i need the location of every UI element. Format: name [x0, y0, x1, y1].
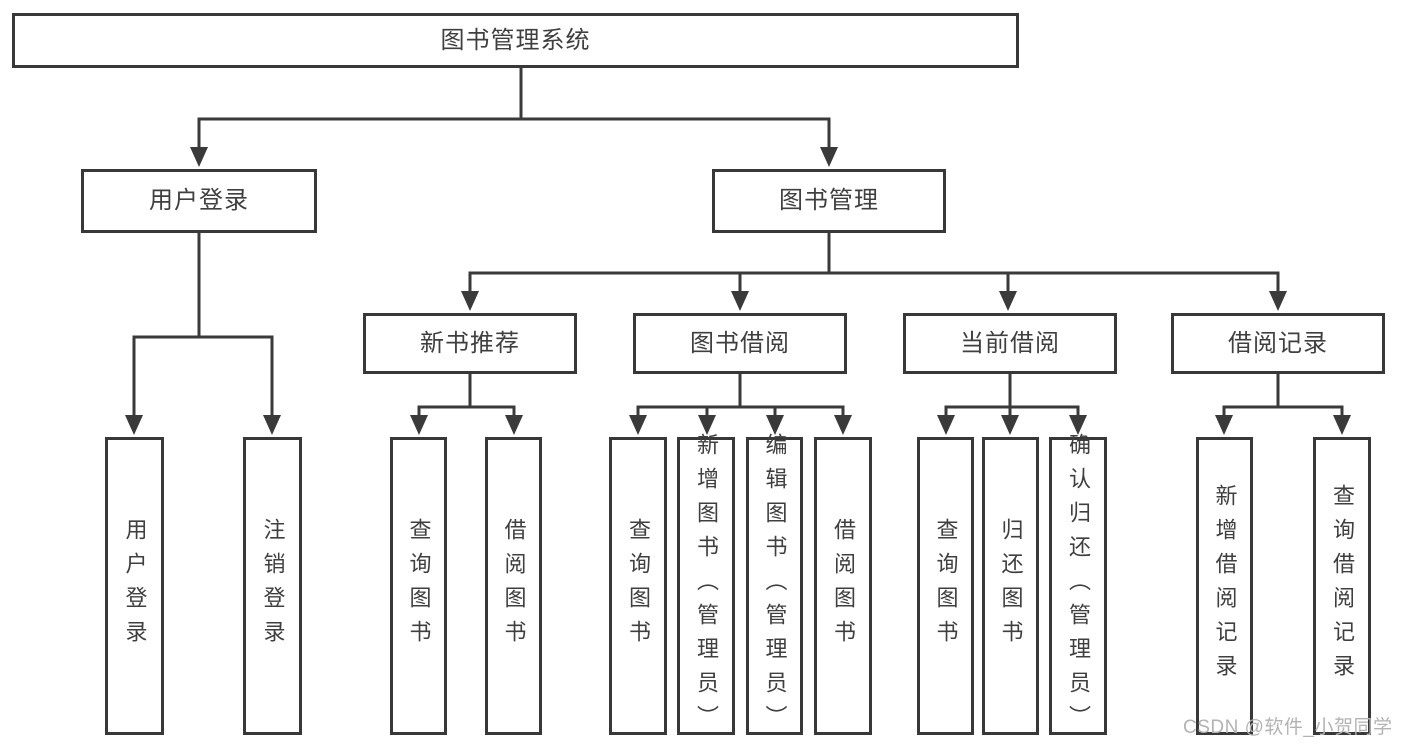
node-book-borrow: 图书借阅 — [633, 313, 847, 374]
leaf-rec-query-books-label: 查询图书 — [406, 518, 432, 654]
arrowhead-icon — [766, 415, 784, 435]
leaf-logout-label: 注销登录 — [260, 518, 286, 654]
arrowhead-icon — [629, 415, 647, 435]
node-book-management-label: 图书管理 — [779, 187, 879, 214]
arrowhead-icon — [1069, 415, 1087, 435]
arrowhead-icon — [505, 415, 523, 435]
node-user-login: 用户登录 — [81, 169, 317, 233]
leaf-rec-borrow-books: 借阅图书 — [485, 437, 542, 735]
node-current-borrow: 当前借阅 — [903, 313, 1117, 374]
leaf-cb-query-books: 查询图书 — [917, 437, 974, 735]
node-book-borrow-label: 图书借阅 — [690, 329, 790, 357]
arrowhead-icon — [461, 291, 479, 311]
node-borrow-records-label: 借阅记录 — [1228, 329, 1328, 357]
arrowhead-icon — [263, 415, 281, 435]
arrowhead-icon — [698, 415, 716, 435]
leaf-logout: 注销登录 — [243, 437, 302, 735]
leaf-br-query-record: 查询借阅记录 — [1313, 437, 1371, 735]
arrowhead-icon — [937, 415, 955, 435]
arrowhead-icon — [190, 147, 208, 167]
node-root-system: 图书管理系统 — [12, 13, 1019, 68]
leaf-rec-borrow-books-label: 借阅图书 — [501, 518, 527, 654]
leaf-cb-return-books: 归还图书 — [982, 437, 1039, 735]
arrowhead-icon — [410, 415, 428, 435]
arrowhead-icon — [125, 415, 143, 435]
arrowhead-icon — [1215, 415, 1233, 435]
leaf-bb-borrow-books: 借阅图书 — [814, 437, 872, 735]
leaf-bb-edit-books-admin: 编辑图书（管理员） — [746, 433, 803, 739]
leaf-br-add-record-label: 新增借阅记录 — [1212, 484, 1238, 688]
arrowhead-icon — [834, 415, 852, 435]
arrowhead-icon — [999, 291, 1017, 311]
node-current-borrow-label: 当前借阅 — [960, 329, 1060, 357]
node-user-login-label: 用户登录 — [149, 187, 249, 214]
leaf-bb-query-books: 查询图书 — [609, 437, 667, 735]
leaf-bb-borrow-books-label: 借阅图书 — [831, 518, 856, 654]
leaf-user-login: 用户登录 — [105, 437, 164, 735]
leaf-bb-add-books-admin: 新增图书（管理员） — [677, 433, 735, 739]
leaf-cb-confirm-return-admin-label: 确认归还（管理员） — [1066, 433, 1091, 739]
leaf-bb-query-books-label: 查询图书 — [626, 518, 651, 654]
arrowhead-icon — [731, 291, 749, 311]
leaf-cb-confirm-return-admin: 确认归还（管理员） — [1049, 433, 1107, 739]
node-new-book-recommend-label: 新书推荐 — [420, 329, 520, 357]
leaf-bb-edit-books-admin-label: 编辑图书（管理员） — [762, 433, 788, 739]
leaf-user-login-label: 用户登录 — [122, 518, 148, 654]
leaf-cb-return-books-label: 归还图书 — [998, 518, 1024, 654]
node-borrow-records: 借阅记录 — [1171, 313, 1385, 374]
arrowhead-icon — [1001, 415, 1019, 435]
arrowhead-icon — [1269, 291, 1287, 311]
node-new-book-recommend: 新书推荐 — [363, 313, 577, 374]
arrowhead-icon — [1333, 415, 1351, 435]
leaf-br-add-record: 新增借阅记录 — [1196, 437, 1253, 735]
leaf-rec-query-books: 查询图书 — [390, 437, 447, 735]
node-root-label: 图书管理系统 — [440, 26, 591, 54]
arrowhead-icon — [820, 147, 838, 167]
leaf-bb-add-books-admin-label: 新增图书（管理员） — [694, 433, 719, 739]
leaf-cb-query-books-label: 查询图书 — [933, 518, 959, 654]
csdn-watermark: CSDN @软件_小贺同学 — [1183, 717, 1393, 738]
leaf-br-query-record-label: 查询借阅记录 — [1330, 484, 1355, 688]
node-book-management: 图书管理 — [712, 169, 946, 233]
